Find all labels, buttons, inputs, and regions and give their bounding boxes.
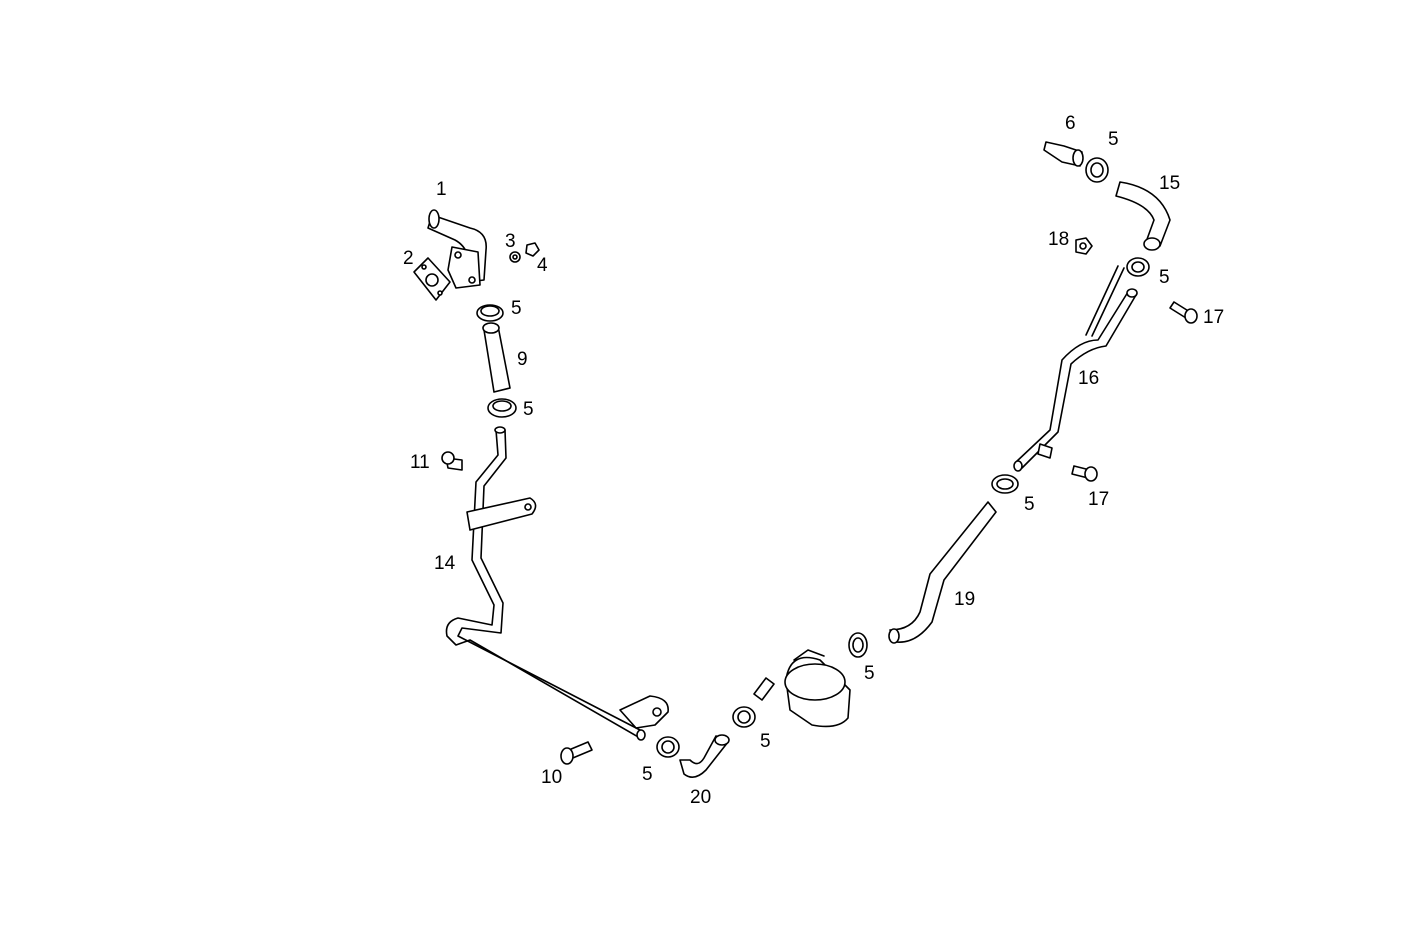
part-hose-15 <box>1115 181 1171 251</box>
callout-5: 5 <box>864 663 875 684</box>
part-pipe-16 <box>1013 265 1138 472</box>
callout-19: 19 <box>954 589 975 610</box>
part-hose-9 <box>482 322 511 393</box>
callout-14: 14 <box>434 553 456 574</box>
part-hose-20 <box>679 734 730 778</box>
callout-1: 1 <box>436 179 447 200</box>
part-pipe-14 <box>445 426 669 741</box>
part-nut <box>525 242 540 257</box>
callout-10: 10 <box>541 767 562 788</box>
callout-2: 2 <box>403 248 414 269</box>
callout-5: 5 <box>1159 267 1170 288</box>
part-hose-19 <box>888 501 997 644</box>
callout-15: 15 <box>1159 173 1180 194</box>
callout-18: 18 <box>1048 229 1069 250</box>
callout-16: 16 <box>1078 368 1099 389</box>
callout-5: 5 <box>511 298 522 319</box>
callout-17: 17 <box>1088 489 1109 510</box>
callout-3: 3 <box>505 231 516 252</box>
callout-5: 5 <box>523 399 534 420</box>
part-housing <box>753 649 851 728</box>
callout-labels: 1 2 3 4 5 9 5 11 14 10 5 20 5 5 19 5 17 … <box>403 113 1224 808</box>
callout-5: 5 <box>1024 494 1035 515</box>
part-nut-18 <box>1075 237 1093 255</box>
callout-4: 4 <box>537 255 548 276</box>
callout-11: 11 <box>410 452 430 473</box>
callout-17: 17 <box>1203 307 1224 328</box>
callout-5: 5 <box>760 731 771 752</box>
callout-9: 9 <box>517 349 528 370</box>
callout-6: 6 <box>1065 113 1076 134</box>
part-bolts <box>441 301 1198 765</box>
part-elbow-fitting <box>427 209 487 289</box>
callout-20: 20 <box>690 787 711 808</box>
part-washer <box>509 251 521 263</box>
callout-5: 5 <box>1108 129 1119 150</box>
part-sensor <box>1043 141 1084 167</box>
part-gasket <box>413 257 451 301</box>
callout-5: 5 <box>642 764 653 785</box>
part-hose-clamps <box>476 157 1150 758</box>
